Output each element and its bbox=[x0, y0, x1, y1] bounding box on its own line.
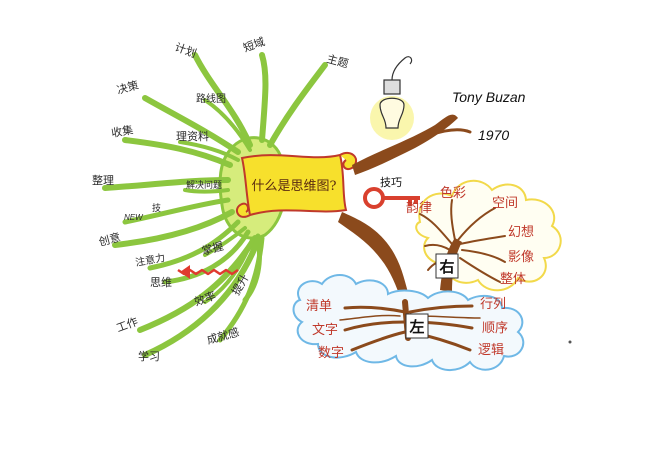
history-year: 1970 bbox=[478, 127, 509, 143]
left-brain-tree: 左 清单 文字 数字 行列 顺序 逻辑 bbox=[292, 274, 525, 371]
scroll-body bbox=[240, 153, 348, 217]
bulb-glass bbox=[379, 97, 405, 129]
left-item-list: 清单 bbox=[306, 299, 332, 314]
red-arrow bbox=[177, 265, 239, 279]
branch-think bbox=[162, 229, 251, 285]
branch-theme bbox=[267, 62, 328, 148]
branch-shortdomain bbox=[259, 52, 269, 143]
branch-study bbox=[142, 237, 261, 358]
red-arrow-head bbox=[180, 265, 190, 279]
label-collect: 收集 bbox=[110, 122, 134, 140]
right-brain-tree: 右 韵律 色彩 空间 幻想 影像 整体 bbox=[406, 180, 562, 292]
history-branch: Tony Buzan 1970 bbox=[352, 89, 526, 175]
branch-efficiency bbox=[203, 238, 254, 304]
label-new: NEW bbox=[124, 213, 144, 222]
left-item-number: 数字 bbox=[318, 346, 344, 361]
bulb-cord bbox=[391, 56, 413, 81]
green-branch-labels: 计划 短域 主题 决策 路线图 收集 理资料 整理 解决问题 NEW 技 创意 … bbox=[92, 34, 350, 363]
right-item-fantasy: 幻想 bbox=[508, 224, 534, 240]
branch-creative bbox=[112, 209, 235, 248]
label-skill: 技 bbox=[152, 202, 161, 214]
right-item-space: 空间 bbox=[492, 196, 518, 211]
left-item-order: 顺序 bbox=[482, 321, 508, 336]
left-item-rows: 行列 bbox=[480, 297, 506, 312]
label-decision: 决策 bbox=[115, 78, 140, 97]
left-item-logic: 逻辑 bbox=[478, 343, 504, 358]
scroll-curl-left bbox=[235, 202, 251, 218]
right-item-rhythm: 韵律 bbox=[406, 201, 432, 216]
branch-solve bbox=[183, 188, 230, 194]
branch-roadmap bbox=[203, 98, 252, 152]
label-master: 掌握 bbox=[200, 239, 225, 258]
right-item-image: 影像 bbox=[508, 250, 534, 265]
right-title-box bbox=[435, 253, 459, 279]
branch-achievement bbox=[217, 235, 265, 343]
stray-dot bbox=[568, 340, 572, 344]
branch-organize bbox=[102, 177, 231, 191]
branch-master bbox=[203, 226, 247, 257]
label-solve: 解决问题 bbox=[186, 179, 222, 191]
branch-plan bbox=[192, 52, 253, 148]
label-study: 学习 bbox=[138, 349, 160, 363]
label-think: 思维 bbox=[150, 276, 172, 289]
label-theme: 主题 bbox=[325, 52, 350, 70]
branch-data bbox=[178, 140, 240, 162]
branch-new bbox=[122, 197, 231, 225]
key-label: 技巧 bbox=[380, 176, 402, 189]
center-scroll: 什么是思维图? bbox=[235, 151, 358, 218]
right-title: 右 bbox=[439, 258, 454, 276]
right-item-whole: 整体 bbox=[500, 272, 526, 287]
label-organize: 整理 bbox=[92, 173, 114, 187]
label-plan: 计划 bbox=[173, 41, 198, 61]
label-work: 工作 bbox=[115, 315, 140, 335]
key-shaft bbox=[382, 196, 420, 206]
label-shortdomain: 短域 bbox=[241, 34, 266, 55]
branch-attention bbox=[147, 219, 241, 271]
label-roadmap: 路线图 bbox=[196, 92, 226, 105]
branch-decision bbox=[142, 95, 241, 155]
bulb-base bbox=[383, 79, 401, 95]
label-creative: 创意 bbox=[97, 230, 122, 249]
history-name: Tony Buzan bbox=[452, 89, 526, 105]
left-title: 左 bbox=[408, 318, 424, 336]
history-twig bbox=[428, 128, 472, 137]
tree-connector bbox=[338, 212, 410, 302]
left-item-text: 文字 bbox=[312, 323, 338, 338]
left-title-box bbox=[405, 313, 429, 339]
key: 技巧 bbox=[363, 176, 420, 209]
lightbulb bbox=[370, 56, 414, 140]
branch-collect bbox=[122, 137, 233, 168]
right-item-color: 色彩 bbox=[440, 185, 466, 201]
history-trunk bbox=[352, 114, 458, 175]
key-bow bbox=[363, 187, 385, 209]
label-achievement: 成就感 bbox=[205, 325, 240, 347]
label-data: 理资料 bbox=[176, 129, 209, 143]
center-title: 什么是思维图? bbox=[252, 179, 337, 194]
